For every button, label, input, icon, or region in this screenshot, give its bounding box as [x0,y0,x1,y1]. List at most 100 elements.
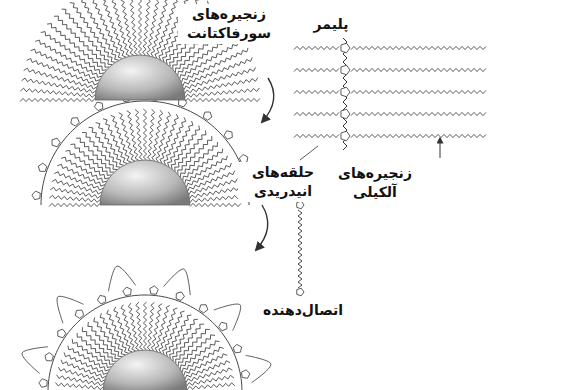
step-arrow [256,205,268,250]
surfactant-chain [143,302,146,350]
surfactant-chain [97,0,126,57]
surfactant-chain [119,113,135,161]
anhydride-ring [341,131,350,141]
surfactant-chain [178,136,212,174]
anhydride-ring [45,353,54,361]
polymer-backbone [41,101,249,205]
anhydride-ring [224,131,232,140]
alkyl-chain [294,134,339,137]
anhydride-ring [341,43,350,53]
anhydride-ring [32,191,40,200]
surfactant-chain [68,346,110,371]
surfactant-chain [118,0,134,55]
surfactant-chain [152,110,163,161]
surfactant-chain [135,110,143,161]
surfactant-chain [184,354,228,376]
part-label: اتصال‌دهنده [250,300,356,321]
polymer-backbone [48,295,242,390]
surfactant-chain [163,311,185,355]
anhydride-ring [341,109,350,119]
alkyl-chain [351,112,486,115]
surfactant-chain [41,32,104,74]
anhydride-ring [97,295,105,303]
linker-loop [246,355,271,382]
surfactant-chain [49,203,100,206]
linker-loop [57,296,84,323]
surfactant-chain [61,360,106,378]
part-label: پلیمر [300,14,362,35]
pointer-arrow [440,138,441,158]
surfactant-chain [185,78,258,94]
surfactant-chain [166,315,191,357]
alkyl-chain [294,68,339,71]
linker-loop [164,269,191,295]
surfactant-chain [65,150,109,178]
anhydride-ring [341,87,350,97]
surfactant-chain [187,383,235,390]
surfactant-chain [89,127,121,167]
nanoparticle [95,55,185,100]
anhydride-ring [38,163,47,171]
anhydride-ring [233,344,241,352]
anhydride-ring [150,286,159,294]
surfactant-chain [57,375,104,386]
surfactant-chain [94,317,122,356]
nanoparticles [95,55,190,390]
linker-loop [214,304,241,331]
surfactant-chain [54,16,109,67]
part-label: زنجیره‌های سورفاکتانت [178,4,280,44]
anhydride-ring [52,138,60,147]
surfactant-chain [127,111,139,161]
surfactant-chain [121,305,136,351]
alkyl-chain [294,112,339,115]
nanoparticle [103,350,187,390]
surfactant-chain [178,335,215,366]
part-label: زنجیره‌های آلکیلی [330,163,420,203]
surfactant-chain [96,123,124,166]
anhydride-ring [39,379,47,388]
surfactant-chain [183,149,223,181]
anhydride-ring [341,65,350,75]
surfactant-chain [190,203,241,206]
alkyl-chain [351,46,486,49]
connector-molecule [298,210,302,288]
surfactant-chain [128,0,138,55]
linker-loop [22,347,48,374]
surfactant-chain [88,322,119,359]
anhydride-ring [219,322,227,331]
surfactant-chain [47,24,107,71]
surfactant-chain [159,308,177,353]
surfactant-chain [143,0,152,55]
alkyl-chain [351,68,486,71]
surfactant-chain [50,187,101,198]
anhydride-ring [123,287,131,295]
alkyl-chain [294,46,339,49]
anhydride-ring [75,310,84,318]
surfactant-chain [20,98,95,101]
nanoparticle [100,160,190,205]
anhydride-ring [176,292,184,301]
leader-line [300,146,318,160]
surfactant-chain [72,339,111,367]
anhydride-ring [71,118,80,126]
surfactant-chain [180,341,219,369]
surfactant-chain [62,9,113,64]
surfactant-chain [76,138,114,172]
alkyl-chain [351,134,486,137]
surfactant-chain [138,0,141,55]
surfactant-chain [107,310,129,354]
anhydride-ring [94,102,102,110]
surfactant-chain [88,0,123,59]
surfactant-chain [182,347,224,372]
anhydride-ring [203,112,212,120]
surfactant-chain [186,368,232,383]
surfactant-chain [58,367,104,382]
step-arrow [262,78,274,122]
surfactant-chain [64,353,108,375]
surfactant-chain [189,179,237,195]
surfactant-chain [170,319,198,358]
surfactant-chain [143,109,146,160]
surfactant-chain [190,195,241,203]
surfactant-chain [171,125,199,169]
